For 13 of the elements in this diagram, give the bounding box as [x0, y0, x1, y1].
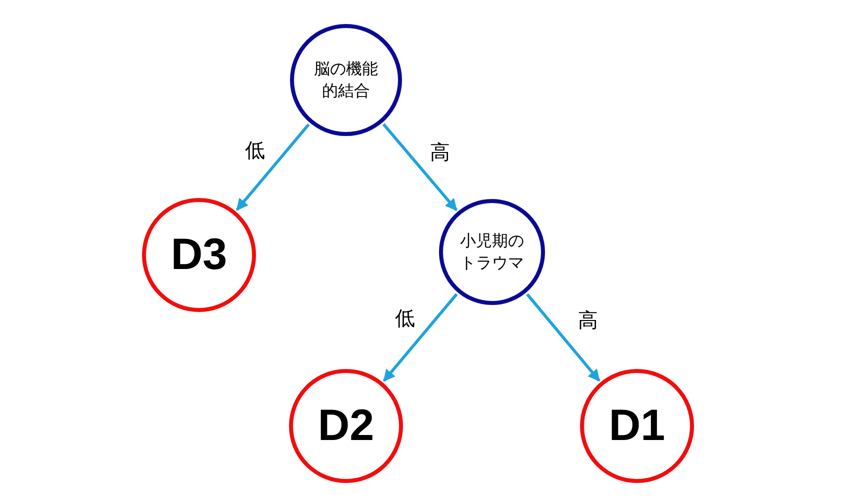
arrow — [382, 123, 458, 212]
result-circle: D2 — [289, 369, 403, 483]
arrow — [236, 123, 310, 211]
arrow — [526, 293, 600, 382]
result-circle: D3 — [142, 198, 256, 312]
arrow — [382, 293, 458, 382]
edge-label: 低 — [243, 139, 267, 161]
edge-label: 高 — [576, 309, 600, 331]
edge-label: 高 — [428, 141, 452, 163]
result-circle: D1 — [580, 369, 694, 483]
question-circle: 小児期のトラウマ — [439, 199, 545, 305]
question-circle: 脳の機能的結合 — [290, 24, 402, 136]
edge-label: 低 — [393, 307, 417, 329]
